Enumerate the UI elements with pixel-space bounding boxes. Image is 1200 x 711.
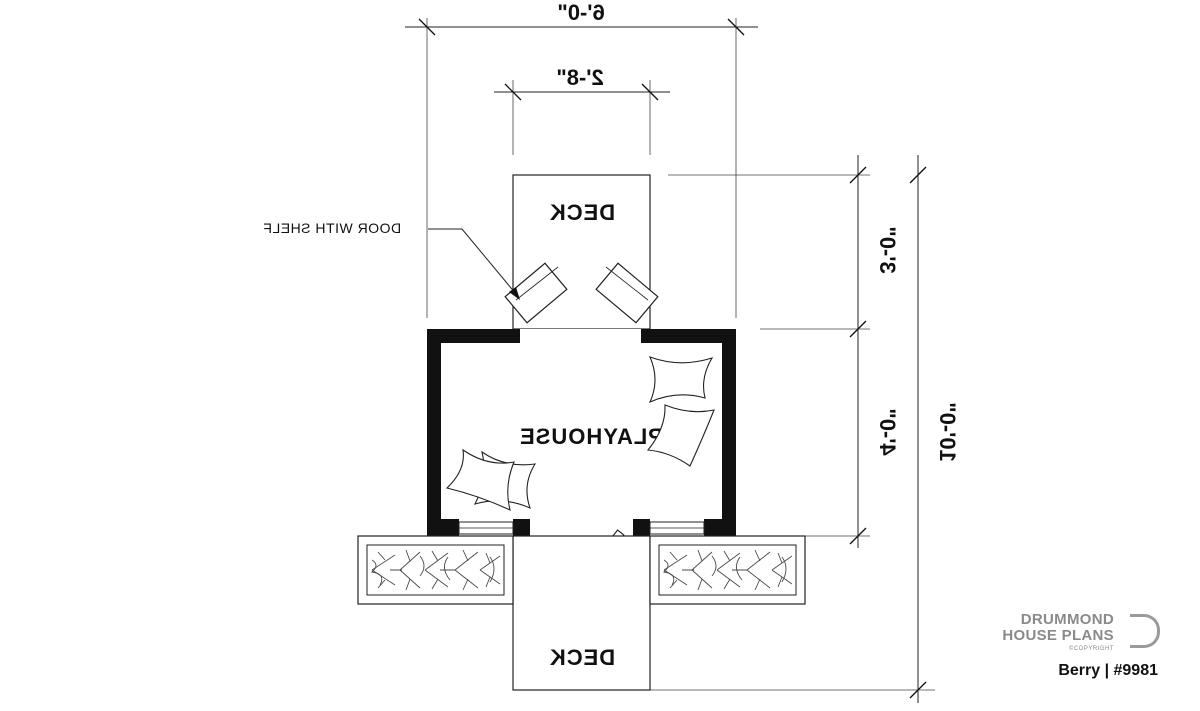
deck-top-label: DECK [549, 200, 615, 225]
brand-copyright: ©COPYRIGHT [1068, 646, 1114, 652]
dimension-opening-width: 2'-8" [494, 65, 670, 155]
room-depth-label: 4'-0" [875, 408, 900, 455]
overall-depth-label: 10'-0" [935, 402, 960, 462]
plan-caption: Berry | #9981 [1058, 662, 1158, 679]
overall-width-label: 6'-0" [557, 0, 604, 25]
deck-depth-label: 3'-0" [875, 226, 900, 273]
cushions [445, 356, 715, 511]
brand-logo: DRUMMOND HOUSE PLANS ©COPYRIGHT [980, 612, 1160, 682]
door-with-shelf [504, 262, 659, 324]
deck-bottom-label: DECK [549, 645, 615, 670]
planter-left [357, 535, 514, 605]
brand-mark-icon [1130, 614, 1160, 648]
opening-width-label: 2'-8" [556, 65, 603, 90]
brand-line2: HOUSE PLANS [1002, 627, 1114, 644]
planter-right [649, 535, 806, 605]
deck-bottom: DECK [512, 535, 651, 691]
brand-line1: DRUMMOND [1020, 611, 1114, 628]
dimension-depths: 3'-0" 4'-0" 10'-0" [650, 155, 960, 703]
dimension-overall-width: 6'-0" [405, 0, 758, 318]
door-callout-label: DOOR WITH SHELF [263, 220, 401, 236]
playhouse-label: PLAYHOUSE [519, 424, 663, 449]
door-callout: DOOR WITH SHELF [263, 220, 520, 300]
